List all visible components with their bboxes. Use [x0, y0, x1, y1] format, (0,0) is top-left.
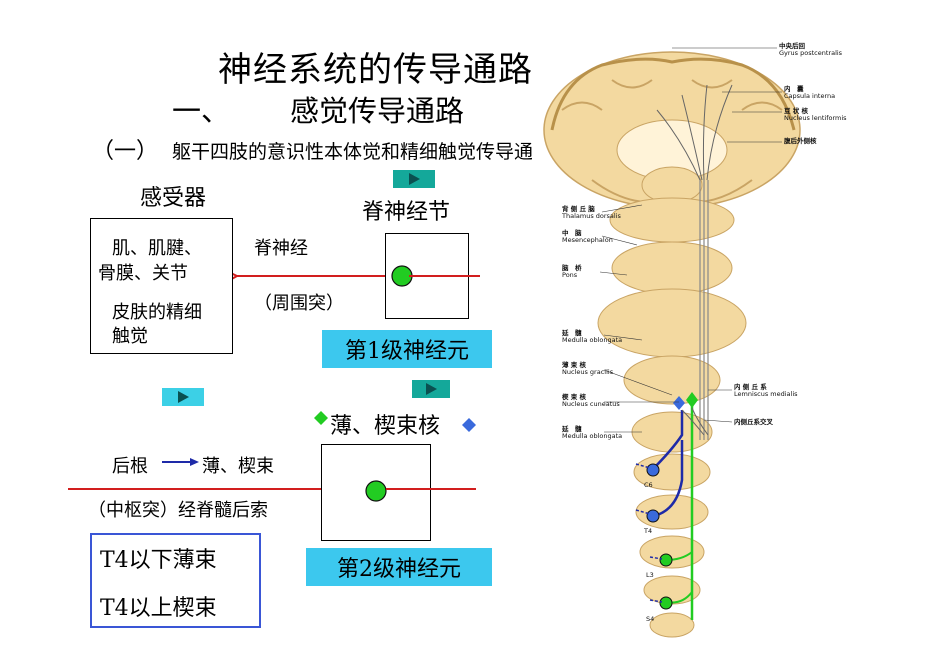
ganglion-label: 脊神经节 — [362, 200, 451, 225]
spinal-nerve-label: 脊神经 — [254, 238, 308, 259]
play-button-ganglion[interactable] — [393, 170, 435, 188]
brain-spinal-cord-drawing — [543, 47, 801, 638]
page-title: 神经系统的传导通路 — [218, 50, 533, 90]
label-vpl: 腹后外侧核 — [784, 137, 817, 145]
subtitle: 一、 感觉传导通路 — [172, 88, 464, 130]
neuron-2-label: 第2级神经元 — [306, 548, 492, 586]
central-process-label: （中枢突）经脊髓后索 — [88, 500, 268, 521]
t4-box — [90, 533, 261, 628]
t4-above-label: T4以上楔束 — [100, 596, 217, 621]
receptor-box — [90, 218, 233, 354]
play-button-nucleus[interactable] — [412, 380, 450, 398]
neuron-1-label: 第1级神经元 — [322, 330, 492, 368]
play-icon — [408, 173, 420, 185]
peripheral-process-label: （周围突） — [254, 293, 344, 314]
section-number: （一） — [92, 139, 159, 164]
neuron-2-cell-body — [365, 480, 387, 502]
subtitle-text: 感觉传导通路 — [290, 94, 465, 128]
green-diamond-icon — [314, 411, 328, 425]
receptor-line-3: 皮肤的精细 — [112, 302, 202, 323]
play-button-left[interactable] — [162, 388, 204, 406]
nucleus-label: 薄、楔束核 — [330, 414, 441, 439]
blue-diamond-icon — [462, 418, 476, 432]
play-icon — [425, 383, 437, 395]
receptor-line-1: 肌、肌腱、 — [112, 238, 202, 259]
label-s4: S4 — [646, 615, 655, 623]
receptor-line-2: 骨膜、关节 — [98, 263, 188, 284]
receptor-line-4: 触觉 — [112, 326, 148, 347]
section-text: 躯干四肢的意识性本体觉和精细触觉传导通路 — [172, 141, 553, 163]
subtitle-number: 一、 — [172, 94, 231, 128]
label-c6: C6 — [644, 481, 653, 489]
posterior-root-label: 后根 — [112, 456, 148, 477]
section-heading: （一） 躯干四肢的意识性本体觉和精细触觉传导通路 — [92, 133, 552, 165]
label-decussation: 内侧丘系交叉 — [734, 418, 773, 426]
receptor-label: 感受器 — [140, 186, 207, 211]
play-icon — [177, 391, 189, 403]
t4-below-label: T4以下薄束 — [100, 548, 217, 573]
label-l3: L3 — [646, 571, 654, 579]
fasciculus-label: 薄、楔束 — [202, 456, 274, 477]
label-t4: T4 — [644, 527, 653, 535]
